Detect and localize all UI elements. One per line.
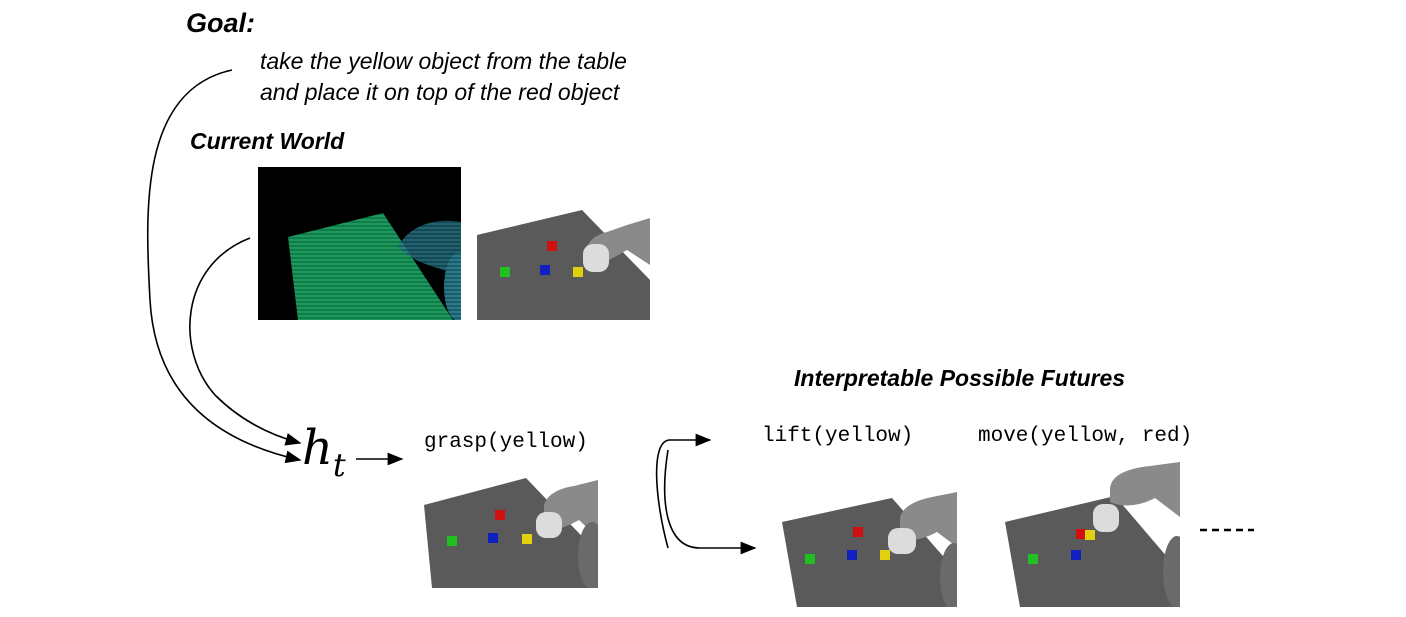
table-surface [1005,496,1180,607]
futures-label: Interpretable Possible Futures [794,365,1126,391]
robot-gripper [536,512,562,538]
cube-green [447,536,457,546]
cube-green [500,267,510,277]
goal-line-1: take the yellow object from the table [260,48,627,74]
action-lift: lift(yellow) [762,425,914,448]
cube-green [805,554,815,564]
hidden-state-h: h [302,420,333,476]
depth-image [258,167,461,320]
cube-red [853,527,863,537]
depth-arm [398,220,461,277]
action-grasp: grasp(yellow) [424,431,588,454]
robot-gripper [888,528,916,554]
hidden-state-symbol: ht [302,424,346,481]
robot-gripper [1093,504,1119,532]
goal-text: take the yellow object from the table an… [260,46,720,108]
hidden-state-subscript: t [332,446,346,484]
depth-arm-base [444,253,461,320]
cube-red [547,241,557,251]
robot-base [940,543,957,607]
cube-yellow [522,534,532,544]
branch-to-render-arrow [663,449,757,555]
current-world-render [477,210,650,320]
cube-blue [847,550,857,560]
cube-green [1028,554,1038,564]
cube-yellow [573,267,583,277]
cube-yellow [1085,530,1095,540]
lift-render [782,492,957,607]
cube-red [1076,529,1086,539]
goal-to-hidden-arrow [146,69,302,464]
robot-arm [1110,462,1180,517]
table-surface [424,478,598,588]
robot-base [1163,536,1180,607]
grasp-render [424,478,598,588]
action-move: move(yellow, red) [978,425,1193,448]
cube-red [495,510,505,520]
branch-to-lift-arrow [655,433,712,549]
robot-base [578,522,598,588]
move-render [1005,462,1180,607]
world-to-hidden-arrow [189,237,302,446]
goal-line-2: and place it on top of the red object [260,79,620,105]
cube-blue [488,533,498,543]
depth-table-plane [288,213,453,320]
goal-label: Goal: [186,8,256,38]
cube-blue [540,265,550,275]
robot-gripper [583,244,609,272]
current-world-label: Current World [190,128,345,154]
cube-yellow [880,550,890,560]
cube-blue [1071,550,1081,560]
